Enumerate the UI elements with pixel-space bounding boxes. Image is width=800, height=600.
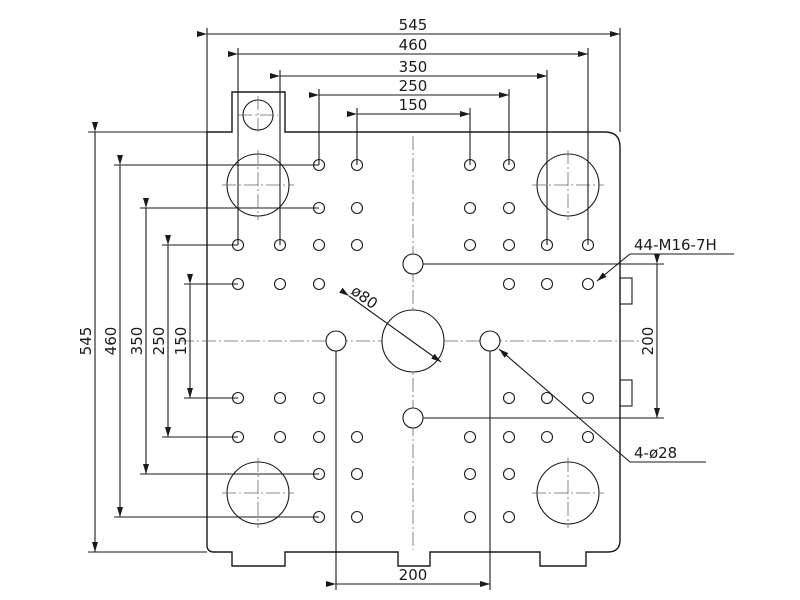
right-dimension: 200 — [423, 254, 664, 419]
tapped-hole — [273, 277, 287, 291]
tapped-hole — [312, 277, 326, 291]
bottom-dimension: 200 — [326, 351, 491, 590]
tapped-hole — [540, 391, 554, 405]
right-lug-lower — [619, 379, 633, 407]
dim-top-250: 250 — [399, 77, 428, 95]
dim-left-460: 460 — [102, 327, 120, 356]
dim-right-200: 200 — [639, 327, 657, 356]
tapped-hole — [350, 238, 364, 252]
dim-left-150: 150 — [172, 327, 190, 356]
callout-tie-bar-holes-text: 4-ø28 — [634, 444, 677, 462]
top-dimensions: 545 460 350 250 150 — [197, 16, 621, 245]
tapped-hole — [312, 238, 326, 252]
tapped-hole — [312, 430, 326, 444]
tapped-hole — [502, 391, 516, 405]
dim-left-350: 350 — [128, 327, 146, 356]
tapped-hole — [540, 430, 554, 444]
callout-tapped-holes-text: 44-M16-7H — [634, 236, 717, 254]
tapped-hole — [350, 430, 364, 444]
center-locating-hole — [381, 309, 445, 373]
dim-bottom-200: 200 — [399, 566, 428, 584]
callout-center-hole-text: ø80 — [348, 282, 381, 313]
mid-hole — [402, 253, 424, 275]
dim-top-460: 460 — [399, 36, 428, 54]
right-lug-upper — [619, 277, 633, 305]
tie-bar-holes — [222, 150, 604, 528]
dim-top-350: 350 — [399, 58, 428, 76]
tapped-hole — [463, 510, 477, 524]
tapped-hole — [581, 391, 595, 405]
tapped-hole — [463, 430, 477, 444]
callout-tapped-holes: 44-M16-7H — [596, 236, 734, 282]
tapped-hole — [581, 430, 595, 444]
dim-top-150: 150 — [399, 96, 428, 114]
tapped-hole — [502, 277, 516, 291]
tapped-hole — [502, 238, 516, 252]
dim-left-545: 545 — [77, 327, 95, 356]
tapped-hole — [540, 277, 554, 291]
left-dimensions: 545 460 350 250 150 — [77, 122, 319, 553]
platen-outline — [206, 91, 621, 567]
tapped-hole — [463, 467, 477, 481]
tapped-hole — [463, 238, 477, 252]
tapped-hole — [463, 201, 477, 215]
tapped-hole — [273, 430, 287, 444]
tapped-hole — [502, 430, 516, 444]
tapped-holes-group — [231, 158, 595, 524]
tapped-hole — [502, 201, 516, 215]
mid-hole — [402, 407, 424, 429]
tapped-hole — [502, 510, 516, 524]
tapped-hole — [350, 467, 364, 481]
dim-left-250: 250 — [150, 327, 168, 356]
tapped-hole — [273, 391, 287, 405]
dim-top-545: 545 — [399, 16, 428, 34]
tapped-hole — [350, 201, 364, 215]
callout-tie-bar-holes: 4-ø28 — [498, 348, 706, 463]
tapped-hole — [350, 510, 364, 524]
tapped-hole — [312, 391, 326, 405]
mid-hole — [479, 330, 501, 352]
tapped-hole — [502, 467, 516, 481]
mid-hole — [325, 330, 347, 352]
tapped-hole — [581, 277, 595, 291]
